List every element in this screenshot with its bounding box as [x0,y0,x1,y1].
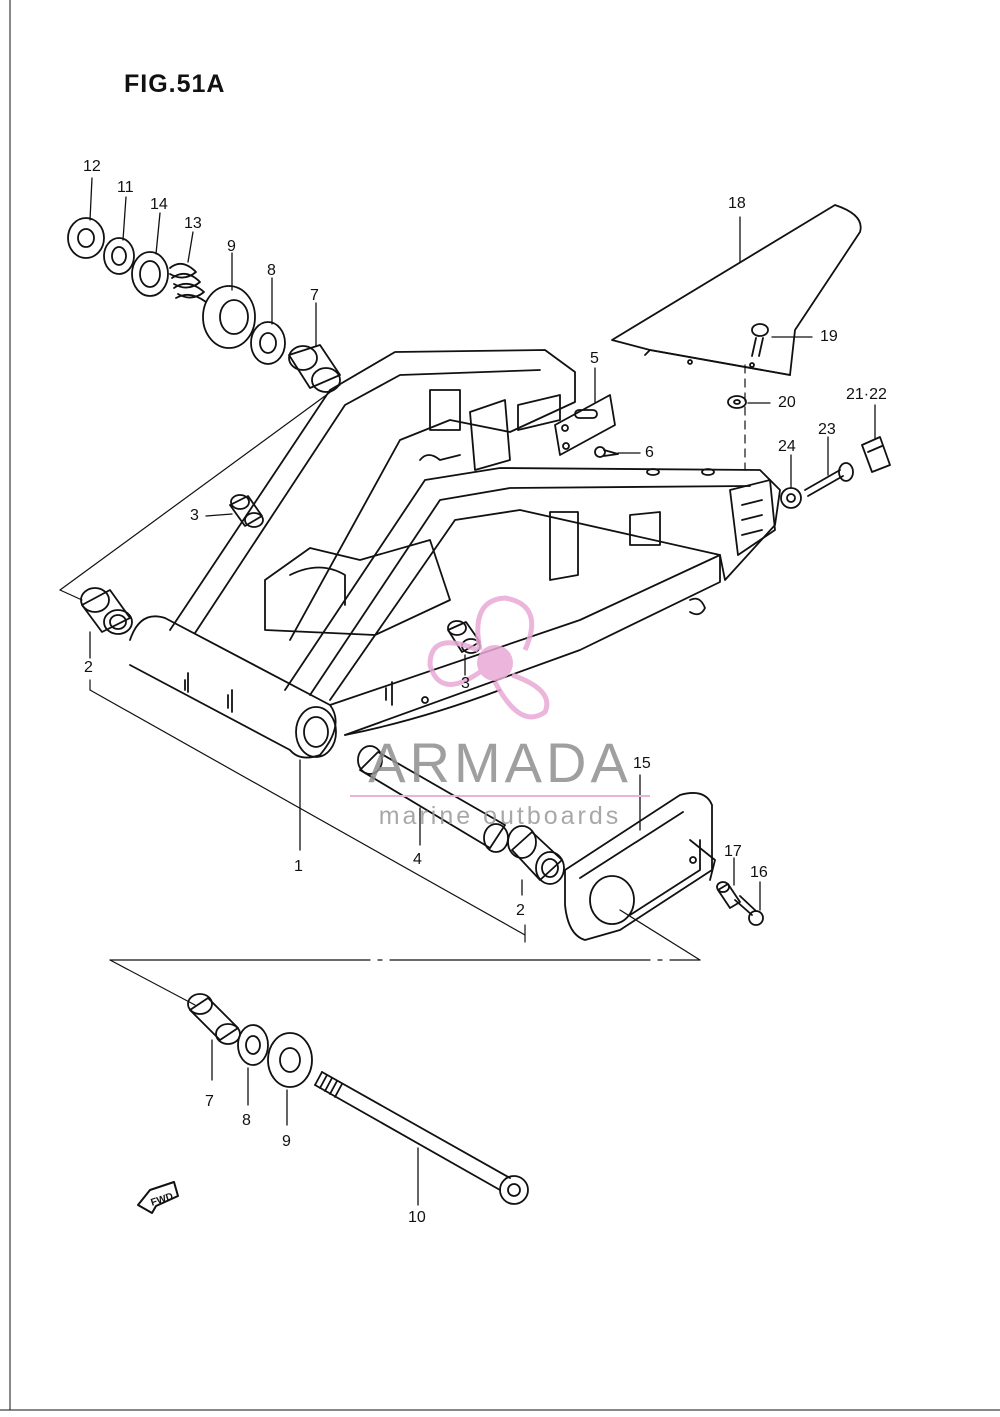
needle-bearing-2-left [80,587,133,635]
figure-title: FIG.51A [124,70,226,98]
callout-12: 12 [83,158,101,175]
callout-9-lower: 9 [282,1133,291,1150]
leaders-top-left [89,177,317,347]
nut-12 [67,217,105,259]
watermark-rule [350,795,650,797]
callout-2-right: 2 [516,902,525,919]
callout-6: 6 [645,444,654,461]
bearing-9-lower [267,1032,313,1088]
callout-24: 24 [778,438,796,455]
screw-6 [594,446,619,458]
callout-3-left: 3 [190,507,199,524]
washer-8-upper [250,321,286,365]
fwd-label: FWD [150,1191,175,1209]
bolt-16 [734,895,764,926]
callout-8: 8 [267,262,276,279]
callout-16: 16 [750,864,768,881]
callout-21-22: 21·22 [846,386,887,403]
chain-case-18 [611,204,862,376]
washer-11 [103,237,135,275]
callout-8-lower: 8 [242,1112,251,1129]
watermark-brand: ARMADA [368,731,632,794]
callout-23: 23 [818,421,836,438]
callout-1: 1 [294,858,303,875]
fwd-arrow-icon [137,1181,179,1214]
callout-15: 15 [633,755,651,772]
bolt-23 [804,462,854,497]
callout-7: 7 [310,287,319,304]
spring-13 [169,262,207,303]
callout-2-left: 2 [84,659,93,676]
nut-24 [780,487,802,509]
callout-10: 10 [408,1209,426,1226]
washer-20 [727,395,747,409]
collar-17 [716,881,741,909]
callout-11: 11 [117,179,134,196]
washer-8-lower [237,1024,269,1066]
callout-3-right: 3 [461,675,470,692]
screw-19 [751,323,769,357]
callout-20: 20 [778,394,796,411]
callout-14: 14 [150,196,168,213]
callout-13: 13 [184,215,202,232]
explode-lines [59,384,701,1006]
bracket-5 [554,394,616,456]
bearing-9-upper [202,285,256,349]
spacer-7-lower [187,993,241,1045]
callout-19: 19 [820,328,838,345]
adjuster-21-22 [861,436,891,473]
pivot-bolt-10 [314,1071,529,1205]
bushing-3-left [229,494,264,528]
needle-bearing-2-right [507,825,565,885]
callout-7-lower: 7 [205,1093,214,1110]
callout-17: 17 [724,843,742,860]
chain-guide-15 [564,792,716,941]
armada-logo-icon [427,595,550,720]
dust-seal-14 [131,251,169,297]
callout-9: 9 [227,238,236,255]
callout-5: 5 [590,350,599,367]
callout-4: 4 [413,851,422,868]
watermark-tagline: marine outboards [378,802,622,830]
spacer-7-upper [288,344,341,393]
callout-18: 18 [728,195,746,212]
swingarm-1 [129,349,781,759]
